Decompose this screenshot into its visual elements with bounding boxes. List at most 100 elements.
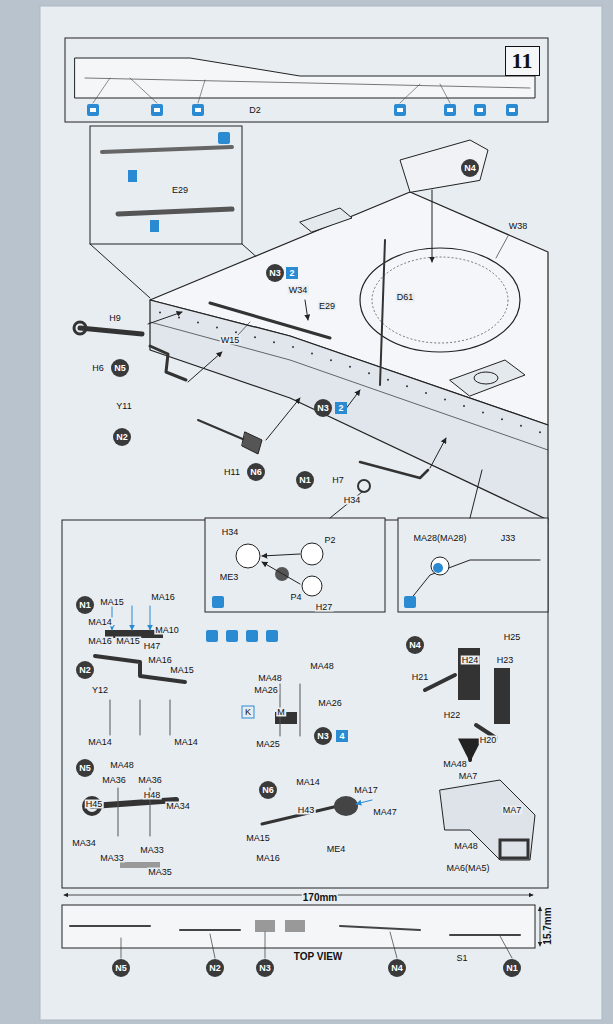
assembly-arrow xyxy=(262,562,300,584)
tool-rod xyxy=(380,240,385,385)
tool-rail xyxy=(210,303,330,338)
leader-line xyxy=(198,80,205,103)
detail-frame xyxy=(398,518,548,612)
part-label: MA34 xyxy=(71,839,97,848)
node-text: N4 xyxy=(464,164,476,173)
bracket-part xyxy=(118,788,119,836)
part-label: MA16 xyxy=(150,593,176,602)
part-label: MA16 xyxy=(255,854,281,863)
callout-circle: N6 xyxy=(247,463,265,481)
callout-circle: N5 xyxy=(112,959,130,977)
rivet xyxy=(425,392,427,394)
rivet xyxy=(501,418,503,420)
icon-glyph xyxy=(477,108,483,112)
icon-glyph xyxy=(154,108,160,112)
part-label: H47 xyxy=(143,642,162,651)
bracket-assembly xyxy=(440,780,535,860)
node-text: N6 xyxy=(250,468,262,477)
part-label: D61 xyxy=(396,293,415,302)
assembly-arrow xyxy=(305,300,308,320)
leader-line xyxy=(500,936,512,958)
part-label: W38 xyxy=(508,222,529,231)
wrench xyxy=(92,800,176,806)
crank xyxy=(150,346,186,380)
instruction-icon xyxy=(404,596,416,608)
top-view-frame xyxy=(62,905,535,948)
callout-circle: N3 xyxy=(256,959,274,977)
dimension-line xyxy=(64,895,533,896)
instruction-icon xyxy=(192,104,204,116)
rivet xyxy=(539,431,541,433)
part-label: MA26 xyxy=(317,699,343,708)
part-label: MA17 xyxy=(353,786,379,795)
node-text: 11 xyxy=(512,50,533,72)
leader-line xyxy=(210,934,215,958)
bracket-part xyxy=(300,684,301,736)
part-label: H34 xyxy=(343,496,362,505)
part-label: W15 xyxy=(220,336,241,345)
part-label: MA36 xyxy=(137,776,163,785)
part-label: MA16 xyxy=(147,656,173,665)
callout-circle: N4 xyxy=(406,636,424,654)
leader-line xyxy=(330,492,362,518)
part-label: MA15 xyxy=(115,637,141,646)
turret-ring xyxy=(372,257,508,343)
part-label: MA15 xyxy=(245,834,271,843)
part-outline xyxy=(75,58,535,98)
part-label: MA33 xyxy=(139,846,165,855)
part-label: H23 xyxy=(496,656,515,665)
rivet xyxy=(273,341,275,343)
part-label: MA36 xyxy=(101,776,127,785)
leader-line xyxy=(93,78,110,103)
part-outline xyxy=(118,209,232,214)
assembly-arrow xyxy=(266,398,300,440)
part-label: MA48 xyxy=(453,842,479,851)
node-text: N3 xyxy=(259,964,271,973)
part-outline xyxy=(102,147,232,152)
part-label: H11 xyxy=(223,468,241,477)
part-label: K xyxy=(244,708,252,717)
panel-frame xyxy=(65,38,548,122)
node-text: N3 xyxy=(317,732,329,741)
part-label: H27 xyxy=(315,603,334,612)
part-label: MA28(MA28) xyxy=(412,534,467,543)
part-label: ME4 xyxy=(326,845,347,854)
shovel-blade xyxy=(242,432,262,454)
callout-circle: N5 xyxy=(76,759,94,777)
callout-circle: N3 xyxy=(266,264,284,282)
part-label: H48 xyxy=(143,791,162,800)
part-outline xyxy=(458,648,480,700)
rivet xyxy=(444,398,446,400)
part-label: MA15 xyxy=(99,598,125,607)
part-label: E29 xyxy=(318,302,336,311)
node-text: N1 xyxy=(79,601,91,610)
rivet xyxy=(216,326,218,328)
part-label: P4 xyxy=(289,593,302,602)
part-outline xyxy=(302,576,322,596)
part-label: MA14 xyxy=(87,618,113,627)
part-label: MA48 xyxy=(442,760,468,769)
instruction-icon xyxy=(444,104,456,116)
jack-handle xyxy=(360,462,428,478)
part-detail xyxy=(85,78,530,88)
node-text: 2 xyxy=(338,404,343,413)
leader-line xyxy=(440,84,450,103)
leader-line xyxy=(238,322,250,335)
paper-sheet xyxy=(40,6,602,1020)
node-text: N2 xyxy=(209,964,221,973)
engine-hatch xyxy=(450,360,525,396)
callout-circle: N4 xyxy=(461,159,479,177)
part-label: MA14 xyxy=(295,778,321,787)
paint-mark xyxy=(433,563,443,573)
dimension-label: TOP VIEW xyxy=(293,952,344,962)
paint-mark xyxy=(128,170,137,182)
rivet xyxy=(292,346,294,348)
instruction-icon xyxy=(206,630,218,642)
part-label: E29 xyxy=(171,186,189,195)
part-label: MA48 xyxy=(109,761,135,770)
assembly-arrow xyxy=(132,606,133,630)
shovel-blade xyxy=(334,796,358,816)
part-label: MA14 xyxy=(87,738,113,747)
